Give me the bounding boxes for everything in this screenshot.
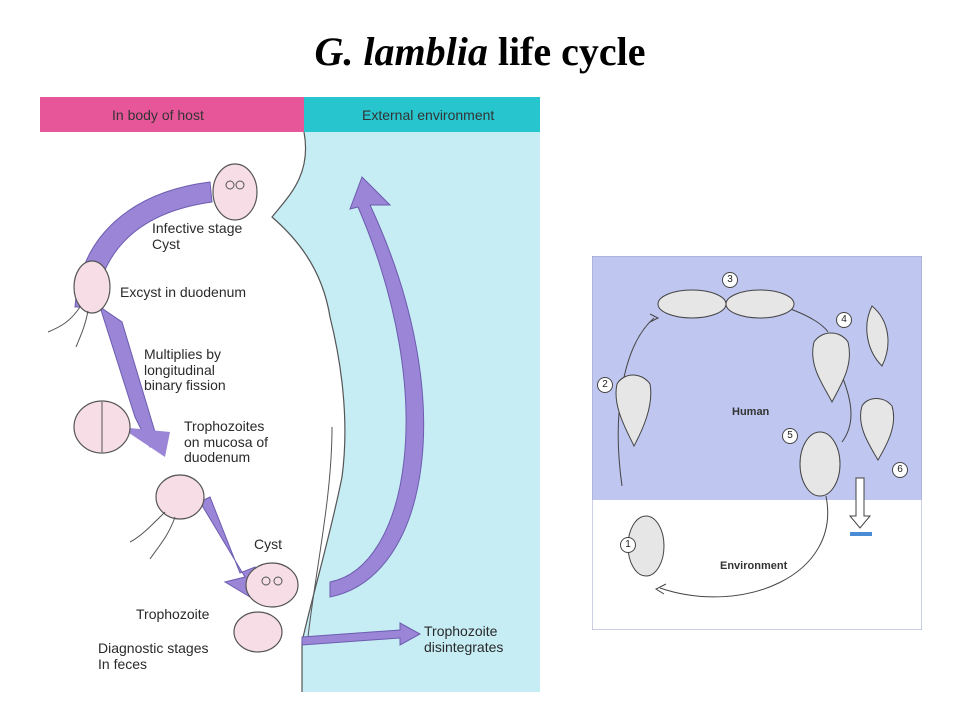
env-header-bar [304, 97, 540, 132]
host-header-label: In body of host [112, 107, 204, 123]
infective-cyst [212, 163, 258, 221]
label-disintegrates: Trophozoite disintegrates [424, 623, 504, 655]
stage-number-4: 4 [836, 312, 852, 328]
stage-number-6: 6 [892, 462, 908, 478]
stage-6-trophozoite [860, 398, 894, 462]
env-header-label: External environment [362, 107, 495, 123]
stage-number-5: 5 [782, 428, 798, 444]
label-infective: Infective stage Cyst [152, 220, 243, 252]
label-multiplies: Multiplies by longitudinal binary fissio… [144, 346, 226, 394]
stage-3-cell-left [657, 289, 727, 319]
right-lifecycle-diagram: Human Environment 1 2 3 4 5 6 [592, 256, 922, 630]
title-rest: life cycle [497, 29, 646, 74]
label-excyst: Excyst in duodenum [120, 284, 247, 300]
title-italic: G. lamblia [314, 29, 488, 74]
label-diagnostic: Diagnostic stages In feces [98, 640, 209, 672]
host-header-bar [40, 97, 304, 132]
stage-2-trophozoite [615, 374, 652, 448]
stage-number-3: 3 [722, 272, 738, 288]
human-region-label: Human [732, 406, 770, 418]
label-cyst: Cyst [254, 536, 282, 552]
label-tropho-mucosa: Trophozoites on mucosa of duodenum [184, 418, 269, 466]
stage-3-cell-right [725, 289, 795, 319]
stage-5-cyst [799, 431, 841, 497]
stage-number-2: 2 [597, 377, 613, 393]
excyst-trophozoite [73, 260, 111, 314]
feces-trophozoite [233, 611, 283, 653]
feces-cyst [245, 562, 299, 608]
mucosa-trophozoite [155, 474, 205, 520]
slide-title: G. lamblia life cycle [0, 28, 960, 75]
left-lifecycle-diagram: In body of host External environment Inf… [40, 97, 540, 692]
label-trophozoite: Trophozoite [136, 606, 210, 622]
stage-number-1: 1 [620, 537, 636, 553]
stage-4-trophozoite [812, 332, 850, 404]
environment-region-label: Environment [720, 560, 788, 572]
